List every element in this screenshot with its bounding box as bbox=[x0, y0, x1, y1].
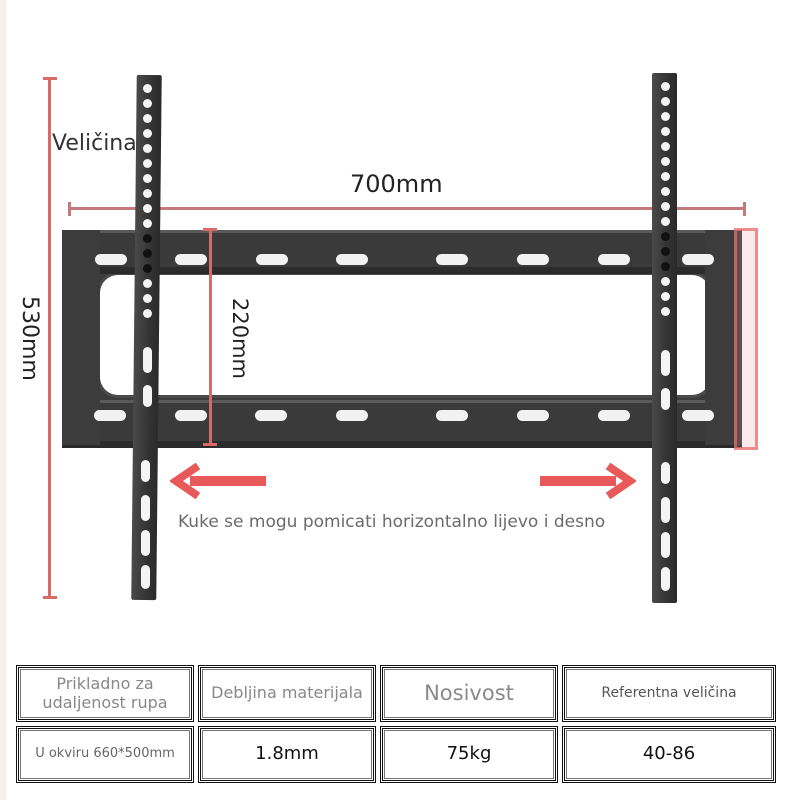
arm-hole bbox=[143, 84, 152, 93]
arm-hole bbox=[143, 159, 152, 168]
mount-slot bbox=[598, 254, 630, 265]
arm-slot bbox=[141, 460, 150, 482]
arm-slot bbox=[661, 388, 670, 410]
arm-hole bbox=[661, 217, 670, 226]
arm-hole bbox=[661, 307, 670, 316]
rail-spacing-label: 220mm bbox=[228, 298, 252, 379]
plate-left-side bbox=[62, 230, 100, 445]
arm-hole bbox=[143, 279, 152, 288]
arm-hole bbox=[661, 142, 670, 151]
arm-hole bbox=[143, 294, 152, 303]
mount-slot bbox=[95, 254, 127, 265]
height-dimension-line bbox=[48, 77, 51, 598]
arm-hole bbox=[143, 114, 152, 123]
rail-spacing-cap-bottom bbox=[203, 443, 217, 446]
plate-window bbox=[100, 275, 710, 395]
height-dimension-cap-top bbox=[43, 77, 57, 80]
arm-slot bbox=[661, 532, 670, 558]
mount-slot bbox=[256, 254, 288, 265]
arm-hole bbox=[143, 219, 152, 228]
spec-header-row: Prikladno za udaljenost rupa Debljina ma… bbox=[16, 665, 778, 722]
arm-body bbox=[652, 73, 677, 603]
mount-slot bbox=[336, 254, 368, 265]
arm-slot bbox=[143, 385, 152, 407]
arm-hole bbox=[143, 264, 152, 273]
mount-slot bbox=[682, 410, 714, 421]
rail-spacing-cap-top bbox=[203, 228, 217, 231]
arm-hole bbox=[661, 262, 670, 271]
value-material-thickness: 1.8mm bbox=[198, 726, 376, 783]
arm-hole bbox=[143, 309, 152, 318]
mount-slot bbox=[255, 410, 287, 421]
width-dimension-line bbox=[68, 207, 746, 210]
arm-hole bbox=[661, 247, 670, 256]
arm-hole bbox=[661, 97, 670, 106]
arm-hole bbox=[143, 189, 152, 198]
arm-hole bbox=[143, 144, 152, 153]
arm-hole bbox=[143, 204, 152, 213]
arm-slot bbox=[661, 462, 670, 484]
header-reference-size: Referentna veličina bbox=[562, 665, 776, 722]
rail-spacing-dimension-line bbox=[209, 228, 212, 446]
bottom-rail bbox=[62, 400, 742, 448]
arm-hole bbox=[661, 187, 670, 196]
size-title: Veličina bbox=[52, 131, 137, 156]
arm-slot bbox=[661, 497, 670, 523]
arrow-left-icon bbox=[170, 463, 266, 499]
height-dimension-cap-bottom bbox=[43, 596, 57, 599]
arm-slot bbox=[141, 565, 150, 589]
width-dimension-cap-left bbox=[68, 202, 71, 216]
height-dimension-label: 530mm bbox=[17, 296, 42, 381]
plate-edge-highlight bbox=[734, 228, 758, 450]
header-material-thickness: Debljina materijala bbox=[198, 665, 376, 722]
arm-slot bbox=[661, 350, 670, 376]
arm-hole bbox=[661, 277, 670, 286]
arm-hole bbox=[661, 157, 670, 166]
spec-value-row: U okviru 660*500mm 1.8mm 75kg 40-86 bbox=[16, 726, 778, 783]
top-rail bbox=[62, 230, 742, 274]
mount-slot bbox=[436, 410, 468, 421]
mount-slot bbox=[175, 410, 207, 421]
width-dimension-cap-right bbox=[743, 202, 746, 216]
arm-body bbox=[131, 74, 162, 601]
spec-table: Prikladno za udaljenost rupa Debljina ma… bbox=[16, 665, 778, 787]
value-reference-size: 40-86 bbox=[562, 726, 776, 783]
arm-hole bbox=[661, 232, 670, 241]
value-hole-distance: U okviru 660*500mm bbox=[16, 726, 194, 783]
arm-hole bbox=[143, 99, 152, 108]
arm-slot bbox=[141, 530, 150, 556]
arm-hole bbox=[661, 127, 670, 136]
arm-hole bbox=[661, 172, 670, 181]
mount-slot bbox=[175, 254, 207, 265]
arm-hole bbox=[143, 234, 152, 243]
arm-hole bbox=[143, 249, 152, 258]
width-dimension-label: 700mm bbox=[350, 170, 443, 198]
arm-hole bbox=[143, 174, 152, 183]
arm-hole bbox=[661, 112, 670, 121]
mount-slot bbox=[94, 410, 126, 421]
mount-slot bbox=[517, 254, 549, 265]
arm-hole bbox=[661, 82, 670, 91]
mount-slot bbox=[436, 254, 468, 265]
header-hole-distance: Prikladno za udaljenost rupa bbox=[16, 665, 194, 722]
arm-slot bbox=[141, 495, 150, 521]
arm-hole bbox=[661, 292, 670, 301]
mount-slot bbox=[682, 254, 714, 265]
arrow-right-icon bbox=[540, 463, 636, 499]
arm-hole bbox=[661, 202, 670, 211]
arm-hole bbox=[143, 129, 152, 138]
page-edge bbox=[0, 0, 6, 800]
value-load-capacity: 75kg bbox=[380, 726, 558, 783]
arm-slot bbox=[143, 347, 152, 373]
arm-slot bbox=[661, 567, 670, 591]
movement-caption: Kuke se mogu pomicati horizontalno lijev… bbox=[178, 512, 606, 532]
mount-slot bbox=[517, 410, 549, 421]
header-load-capacity: Nosivost bbox=[380, 665, 558, 722]
mount-slot bbox=[336, 410, 368, 421]
mount-slot bbox=[598, 410, 630, 421]
